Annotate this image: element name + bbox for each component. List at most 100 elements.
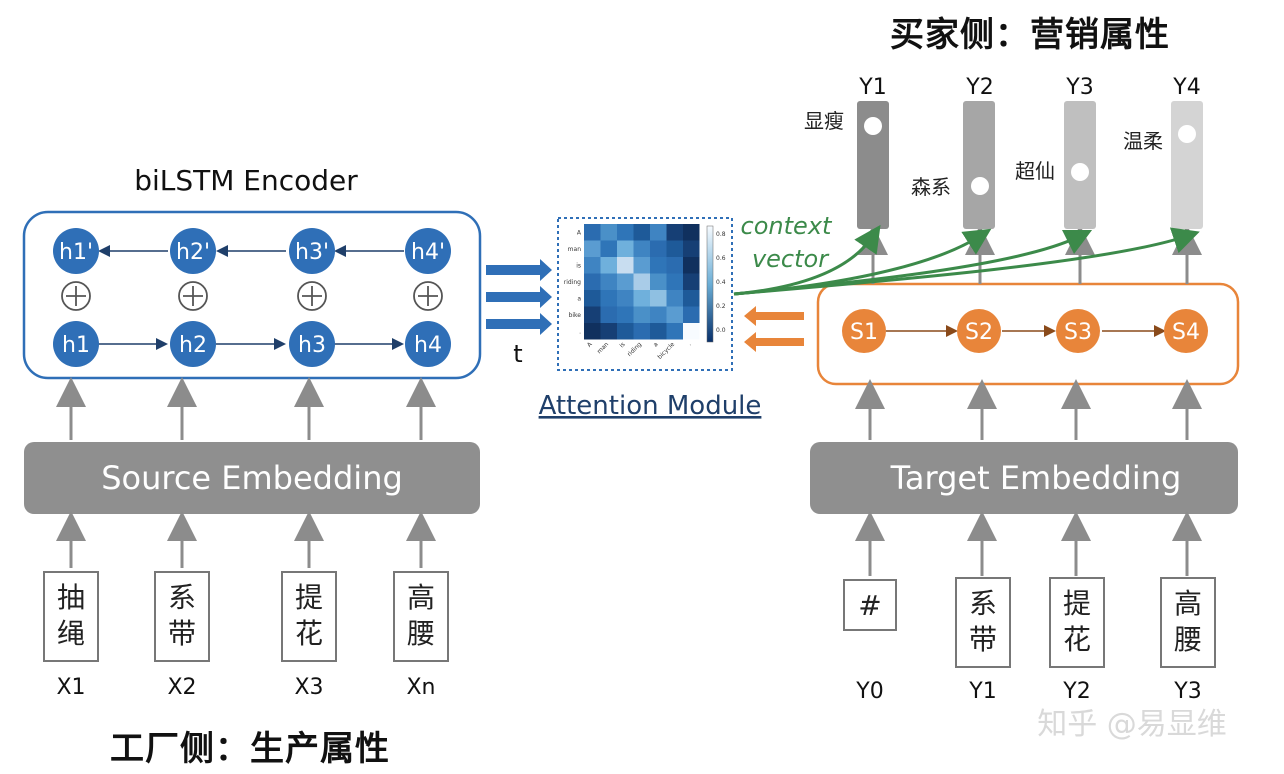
svg-text:森系: 森系	[911, 175, 951, 199]
heatmap-cell	[584, 306, 601, 323]
heatmap-col-label: is	[618, 341, 626, 349]
target-input-3: 高 腰 Y3	[1160, 577, 1216, 704]
target-input-0: # Y0	[843, 579, 897, 704]
target-embedding-box	[810, 442, 1238, 514]
svg-text:带: 带	[168, 617, 196, 650]
colorbar-tick: 0.8	[716, 231, 726, 238]
svg-text:高: 高	[407, 581, 435, 614]
svg-text:X3: X3	[294, 675, 323, 700]
encoder-to-attention-arrows	[486, 259, 552, 335]
heatmap-cell	[600, 224, 617, 241]
svg-text:h3: h3	[298, 333, 326, 358]
forward-state-h3: h3	[289, 321, 335, 367]
heatmap-cell	[633, 290, 650, 307]
heatmap-cell	[600, 306, 617, 323]
heatmap-cell	[600, 257, 617, 274]
heatmap-cell	[683, 306, 700, 323]
heatmap-cell	[584, 257, 601, 274]
heatmap-cell	[617, 240, 634, 257]
heatmap-cell	[666, 306, 683, 323]
heatmap-cell	[633, 273, 650, 290]
heatmap-cell	[650, 224, 667, 241]
heatmap-row-label: A	[577, 229, 582, 236]
decoder-to-attention-arrows	[744, 306, 804, 352]
heatmap-cell	[633, 224, 650, 241]
svg-text:h2': h2'	[176, 240, 210, 265]
heatmap-cell	[617, 323, 634, 340]
heatmap-cell	[584, 290, 601, 307]
heatmap-col-label: bicycle	[656, 341, 676, 361]
svg-text:h4: h4	[414, 333, 442, 358]
factory-side-title: 工厂侧：生产属性	[110, 729, 390, 769]
svg-text:Y3: Y3	[1173, 679, 1201, 704]
heatmap-col-label: riding	[626, 341, 643, 358]
forward-state-h4: h4	[405, 321, 451, 367]
svg-text:#: #	[858, 589, 881, 622]
svg-text:Y4: Y4	[1172, 75, 1200, 100]
heatmap-cell	[584, 323, 601, 340]
heatmap-cell	[617, 224, 634, 241]
svg-text:腰: 腰	[407, 617, 435, 650]
heatmap-cell	[683, 323, 700, 340]
backward-state-h3: h3'	[289, 228, 335, 274]
svg-text:提: 提	[295, 581, 323, 614]
svg-text:绳: 绳	[57, 617, 85, 650]
source-input-2: 系 带 X2	[154, 571, 210, 700]
svg-text:S4: S4	[1172, 320, 1200, 345]
context-vector-arrows	[733, 224, 1200, 296]
heatmap-cell	[633, 323, 650, 340]
watermark: 知乎 @易显维	[1037, 707, 1227, 742]
decoder-box	[816, 282, 1240, 386]
svg-text:Y1: Y1	[858, 75, 886, 100]
source-input-1: 抽 绳 X1	[43, 571, 99, 700]
svg-text:Y3: Y3	[1065, 75, 1093, 100]
heatmap-cell	[650, 306, 667, 323]
source-embedding-box	[24, 442, 480, 514]
heatmap-cell	[683, 290, 700, 307]
heatmap-cell	[584, 240, 601, 257]
svg-text:系: 系	[969, 587, 997, 620]
heatmap-cell	[617, 290, 634, 307]
svg-text:系: 系	[168, 581, 196, 614]
target-input-1: 系 带 Y1	[955, 577, 1011, 704]
decoder-state-s2: S2	[957, 309, 1001, 353]
backward-state-h2: h2'	[170, 228, 216, 274]
encoder-title: biLSTM Encoder	[134, 164, 358, 197]
svg-text:h4': h4'	[411, 240, 445, 265]
heatmap-cell	[600, 273, 617, 290]
context-label-line2: vector	[752, 245, 830, 273]
output-y2: Y2 森系	[911, 75, 995, 229]
decoder-state-s1: S1	[842, 309, 886, 353]
attention-module-box	[557, 217, 733, 371]
heatmap-cell	[666, 290, 683, 307]
svg-text:花: 花	[1063, 623, 1091, 656]
svg-text:显瘦: 显瘦	[804, 109, 844, 133]
svg-text:S3: S3	[1064, 320, 1092, 345]
heatmap-col-label: man	[596, 341, 611, 356]
concat-plus-icon	[61, 281, 443, 311]
output-y1: Y1 显瘦	[804, 75, 889, 229]
svg-text:腰: 腰	[1174, 623, 1202, 656]
heatmap-cell	[683, 240, 700, 257]
svg-text:Y2: Y2	[965, 75, 993, 100]
heatmap-row-label: man	[568, 246, 582, 253]
heatmap-cell	[666, 323, 683, 340]
output-y4: Y4 温柔	[1123, 75, 1203, 229]
svg-text:Y0: Y0	[855, 679, 883, 704]
svg-text:高: 高	[1174, 587, 1202, 620]
svg-text:Y2: Y2	[1062, 679, 1090, 704]
decoder-state-s3: S3	[1056, 309, 1100, 353]
svg-text:带: 带	[969, 623, 997, 656]
heatmap-cell	[600, 323, 617, 340]
encoder-box	[22, 210, 482, 380]
heatmap-row-label: a	[577, 295, 581, 302]
svg-text:提: 提	[1063, 587, 1091, 620]
heatmap-cell	[617, 273, 634, 290]
svg-text:X1: X1	[56, 675, 85, 700]
svg-text:抽: 抽	[57, 581, 85, 614]
heatmap-cell	[683, 257, 700, 274]
source-input-4: 高 腰 Xn	[393, 571, 449, 700]
heatmap-cell	[650, 323, 667, 340]
heatmap-col-label: A	[586, 340, 594, 348]
colorbar	[706, 225, 714, 343]
